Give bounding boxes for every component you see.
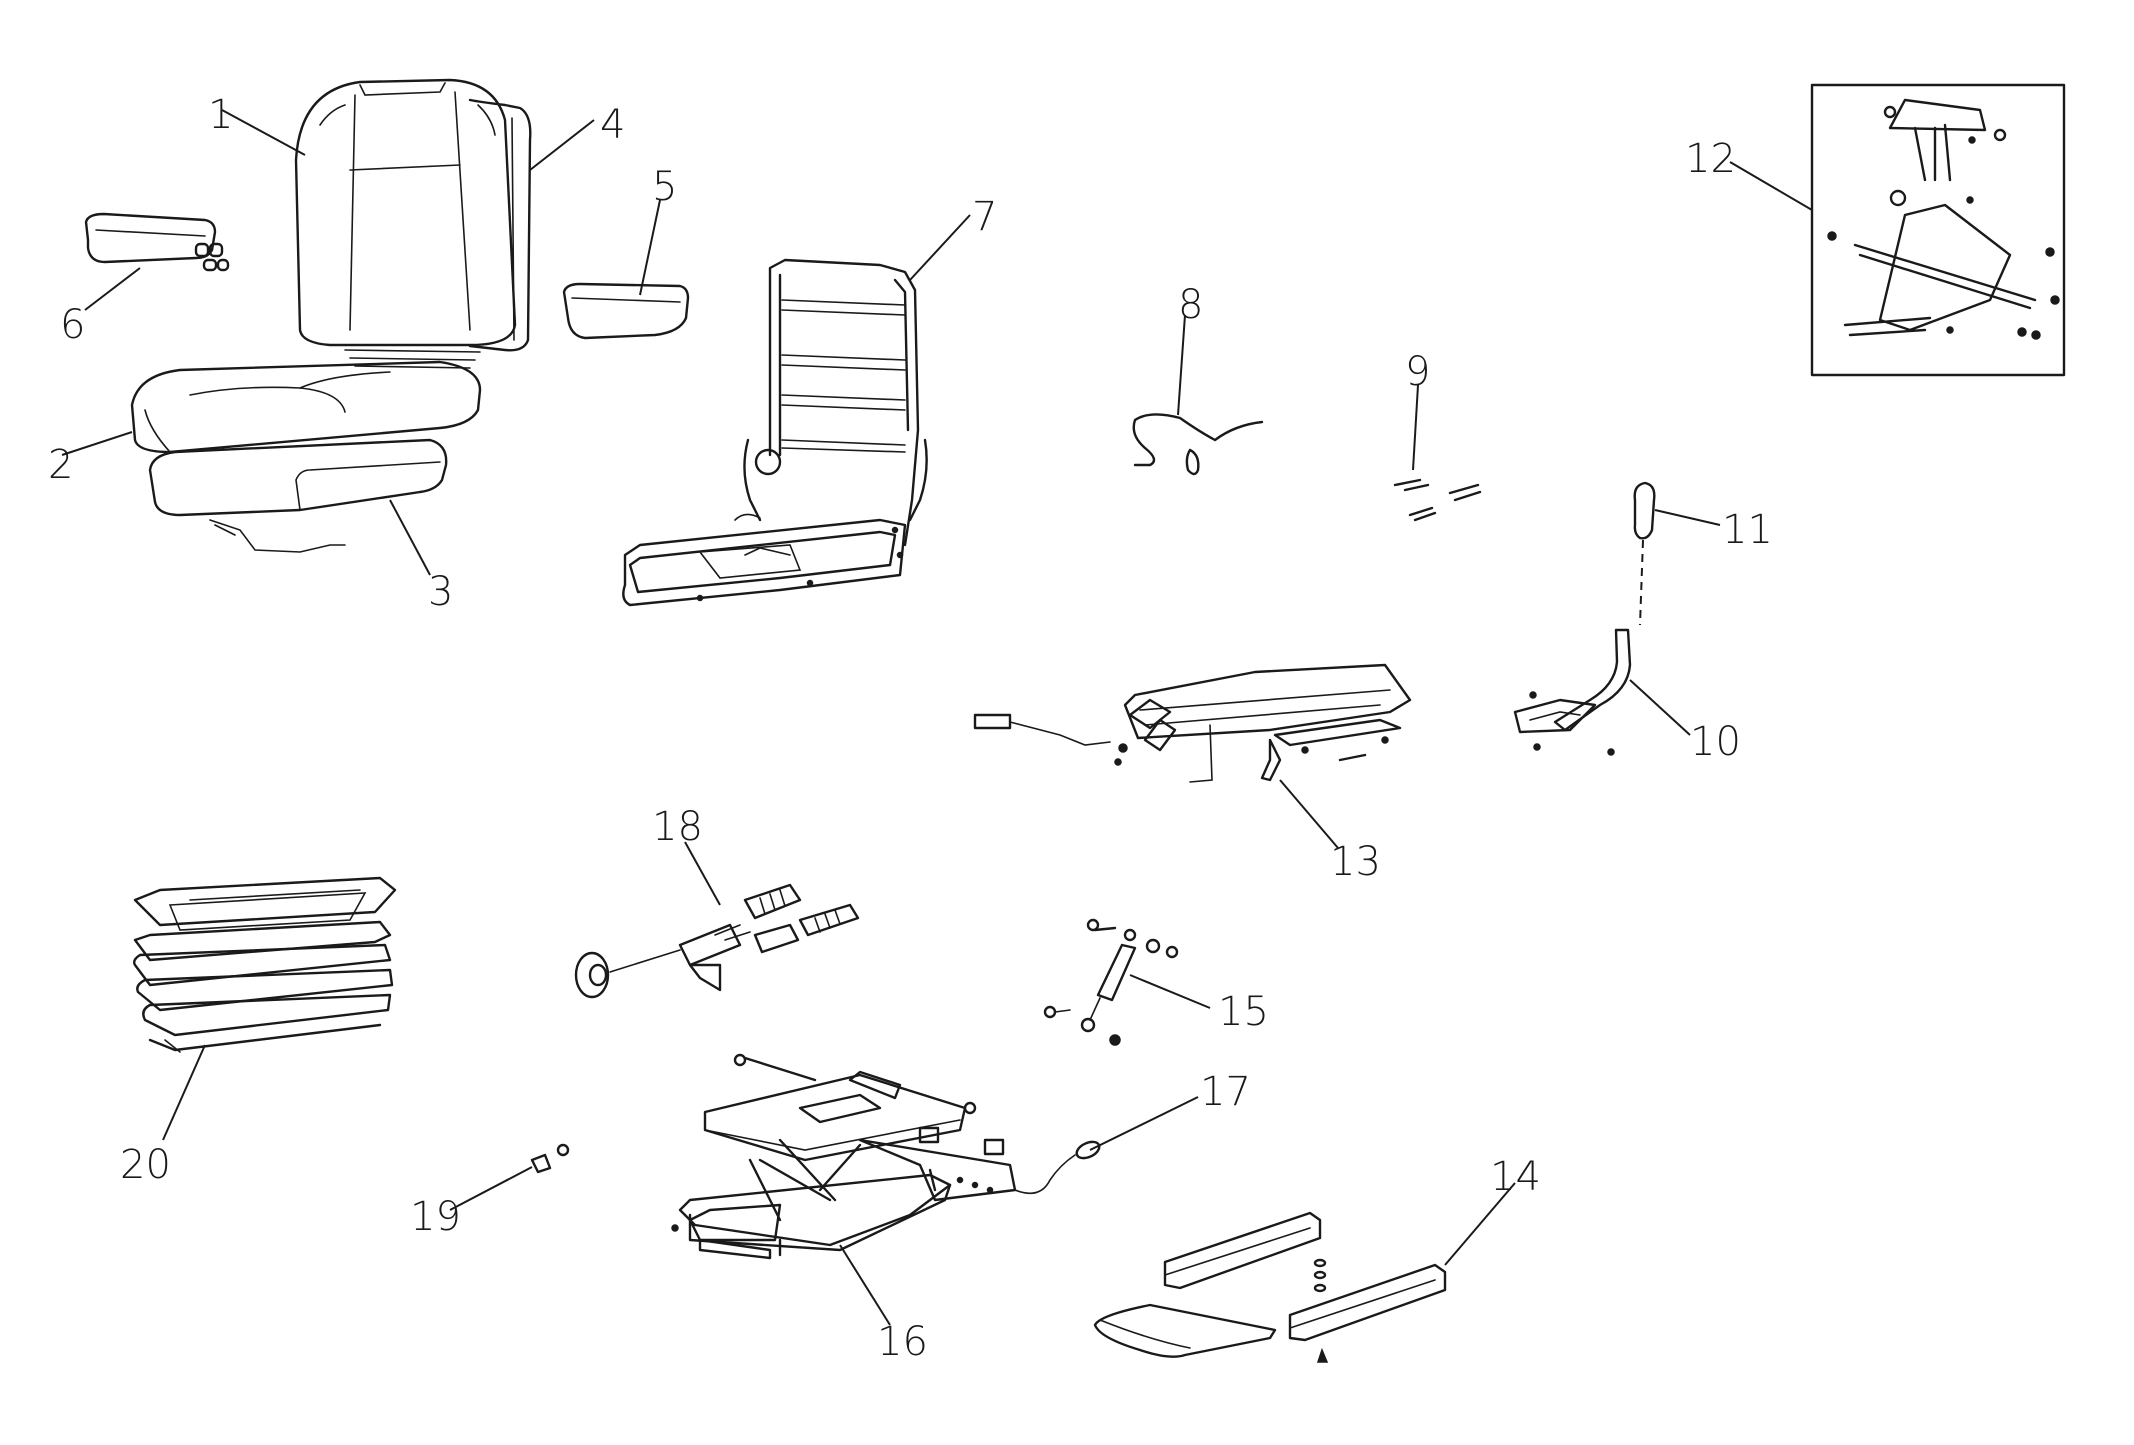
callout-8: 8 bbox=[1178, 282, 1203, 328]
callout-6: 6 bbox=[60, 302, 85, 348]
part-6-left-armrest bbox=[84, 212, 230, 272]
callout-9: 9 bbox=[1405, 349, 1430, 395]
callout-2: 2 bbox=[48, 442, 73, 488]
part-15-gas-shock bbox=[1043, 918, 1179, 1046]
part-11-lever-knob bbox=[1633, 481, 1656, 626]
callout-17: 17 bbox=[1200, 1069, 1251, 1115]
part-16-scissor-base bbox=[671, 1053, 1017, 1260]
callout-labels: 1 2 3 4 5 6 7 8 9 10 11 12 13 14 15 16 1… bbox=[48, 92, 1773, 1365]
callout-20: 20 bbox=[120, 1142, 171, 1188]
callout-3: 3 bbox=[428, 569, 453, 615]
callout-18: 18 bbox=[652, 804, 703, 850]
part-14-slide-rails bbox=[1093, 1211, 1447, 1363]
callout-13: 13 bbox=[1330, 839, 1381, 885]
callout-10: 10 bbox=[1690, 719, 1741, 765]
part-19-fastener bbox=[530, 1143, 570, 1174]
part-8-cable bbox=[1132, 413, 1264, 476]
callout-16: 16 bbox=[877, 1319, 928, 1365]
callout-7: 7 bbox=[972, 194, 997, 240]
callout-14: 14 bbox=[1490, 1154, 1541, 1200]
part-20-bellows-suspension bbox=[132, 876, 397, 1053]
callout-12: 12 bbox=[1685, 136, 1736, 182]
part-7-seat-frame bbox=[622, 258, 928, 607]
part-2-seat-cushion bbox=[130, 360, 482, 454]
part-18-adjuster-springs bbox=[574, 883, 860, 999]
part-3-seat-pan bbox=[148, 438, 448, 553]
part-4-backrest-shell bbox=[468, 98, 532, 352]
part-5-right-armrest bbox=[562, 282, 690, 340]
callout-1: 1 bbox=[208, 92, 233, 138]
callout-11: 11 bbox=[1722, 507, 1773, 553]
callout-leaders bbox=[61, 109, 1813, 1326]
part-13-slider-mechanism bbox=[973, 663, 1412, 783]
part-12-inset-bracket bbox=[1810, 83, 2066, 377]
callout-15: 15 bbox=[1218, 989, 1269, 1035]
part-9-springs bbox=[1393, 478, 1482, 522]
part-10-lever-bracket bbox=[1513, 628, 1632, 756]
callout-4: 4 bbox=[600, 102, 625, 148]
part-1-backrest-cushion bbox=[294, 78, 517, 369]
callout-19: 19 bbox=[410, 1194, 461, 1240]
callout-5: 5 bbox=[652, 164, 677, 210]
part-17-cable-loop bbox=[1014, 1140, 1101, 1195]
